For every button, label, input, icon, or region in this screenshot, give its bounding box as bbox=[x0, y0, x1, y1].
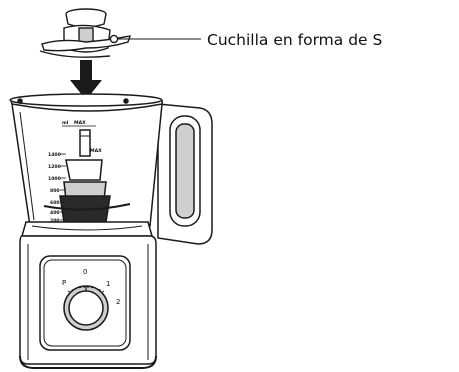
knob-label-p: P bbox=[62, 279, 66, 287]
scale-mark-top-max2: MAX bbox=[90, 148, 102, 154]
scale-mark-top-max1: MAX bbox=[74, 120, 86, 126]
knob-label-0: 0 bbox=[83, 268, 87, 276]
insert-arrow bbox=[70, 60, 102, 100]
knob-label-1: 1 bbox=[106, 280, 110, 288]
speed-knob bbox=[63, 285, 109, 331]
scale-mark-top-ml: ml bbox=[62, 120, 69, 126]
scale-mark-1000: 1000 bbox=[48, 176, 61, 182]
jar-handle bbox=[157, 103, 213, 245]
s-blade-accessory bbox=[39, 8, 132, 58]
scale-mark-400: 400 bbox=[50, 210, 60, 216]
knob-label-2: 2 bbox=[116, 298, 120, 306]
scale-mark-1200: 1200 bbox=[48, 164, 61, 170]
callout-label: Cuchilla en forma de S bbox=[207, 31, 382, 49]
jar bbox=[9, 93, 163, 237]
jar-scale bbox=[60, 125, 96, 221]
scale-mark-1400: 1400 bbox=[48, 152, 61, 158]
scale-mark-800: 800 bbox=[50, 188, 60, 194]
scale-mark-200: 200 bbox=[50, 218, 60, 224]
scale-mark-600: 600 bbox=[50, 200, 60, 206]
